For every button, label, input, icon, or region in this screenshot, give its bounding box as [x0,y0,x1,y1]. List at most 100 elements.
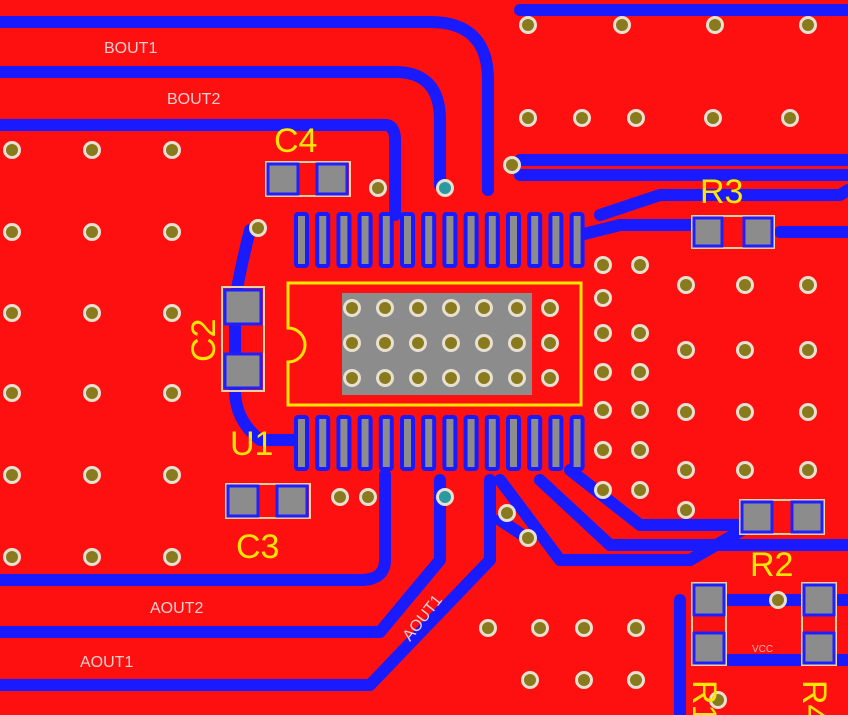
via-hole [522,532,534,544]
via-hole [739,344,751,356]
via-hole [412,372,424,384]
via-hole [412,337,424,349]
designator-c2: C2 [185,319,223,362]
u1-pin [527,212,543,268]
r2-pad-1 [740,500,774,534]
via-hole [739,464,751,476]
r2-outline [739,499,825,535]
u1-pin [463,415,479,471]
via-hole [680,344,692,356]
designator-c3: C3 [236,528,279,566]
c3-outline [225,483,311,519]
r3-pad-2 [742,216,774,248]
via-hole [712,694,724,706]
via-hole [166,469,178,481]
via-hole [597,404,609,416]
u1-pin [336,415,352,471]
via-hole [634,366,646,378]
via-hole [478,302,490,314]
via-hole [511,302,523,314]
via-hole [86,387,98,399]
designator-c4: C4 [274,122,317,160]
via-hole [379,372,391,384]
u1-top-pins [294,212,585,268]
u1-pin [315,415,331,471]
via-hole [802,19,814,31]
net-label-bout2: BOUT2 [167,91,220,108]
c4-pad-1 [266,162,300,196]
u1-pin [484,415,500,471]
u1-pin [378,212,394,268]
via-hole [445,302,457,314]
via-hole [739,406,751,418]
via-hole [346,337,358,349]
r3-outline [691,215,775,249]
c2-outline [221,286,265,392]
via-hole [544,372,556,384]
via-hole [524,674,536,686]
u1-pin [484,212,500,268]
via-hole [576,112,588,124]
via-hole [597,292,609,304]
r2-pad-2 [790,500,824,534]
r1-pad-1 [692,583,726,617]
via-hole [634,327,646,339]
ic-u1 [286,212,585,471]
c4-pad-2 [315,162,349,196]
via-hole [802,279,814,291]
u1-bottom-pins [294,415,585,471]
via-hole [439,491,451,503]
via-hole [634,259,646,271]
via-hole [772,594,784,606]
u1-pin [336,212,352,268]
via-hole [6,307,18,319]
via-hole [445,337,457,349]
via-hole [362,491,374,503]
via-hole [166,387,178,399]
u1-pin [506,212,521,268]
via-hole [522,112,534,124]
via-hole [597,366,609,378]
via-hole [707,112,719,124]
via-hole [680,406,692,418]
via-hole [739,279,751,291]
via-hole [86,307,98,319]
net-label-bout1: BOUT1 [104,40,157,57]
via-hole [482,622,494,634]
via-hole [680,279,692,291]
designator-r2: R2 [750,546,793,584]
via-hole [522,19,534,31]
via-hole [802,464,814,476]
designator-u1: U1 [230,425,273,463]
via-hole [511,337,523,349]
c3-pad-2 [275,484,309,518]
via-hole [372,182,384,194]
via-hole [709,19,721,31]
via-hole [578,622,590,634]
via-hole [6,469,18,481]
designator-r3: R3 [700,173,743,211]
net-label-aout1: AOUT1 [80,654,133,671]
u1-pin [400,415,415,471]
via-hole [6,226,18,238]
via-hole [784,112,796,124]
u1-pin [569,212,585,268]
via-hole [534,622,546,634]
u1-pin [442,415,458,471]
via-hole [6,144,18,156]
u1-pin [421,212,437,268]
via-hole [802,344,814,356]
c3-pad-1 [226,484,260,518]
via-hole [597,259,609,271]
via-hole [439,182,451,194]
via-hole [166,551,178,563]
via-hole [252,222,264,234]
via-hole [86,469,98,481]
via-hole [166,307,178,319]
via-hole [634,404,646,416]
designator-r4: R4 [795,680,833,715]
via-hole [597,484,609,496]
r4-pad-1 [802,583,836,617]
u1-thermal-pad [342,293,532,395]
